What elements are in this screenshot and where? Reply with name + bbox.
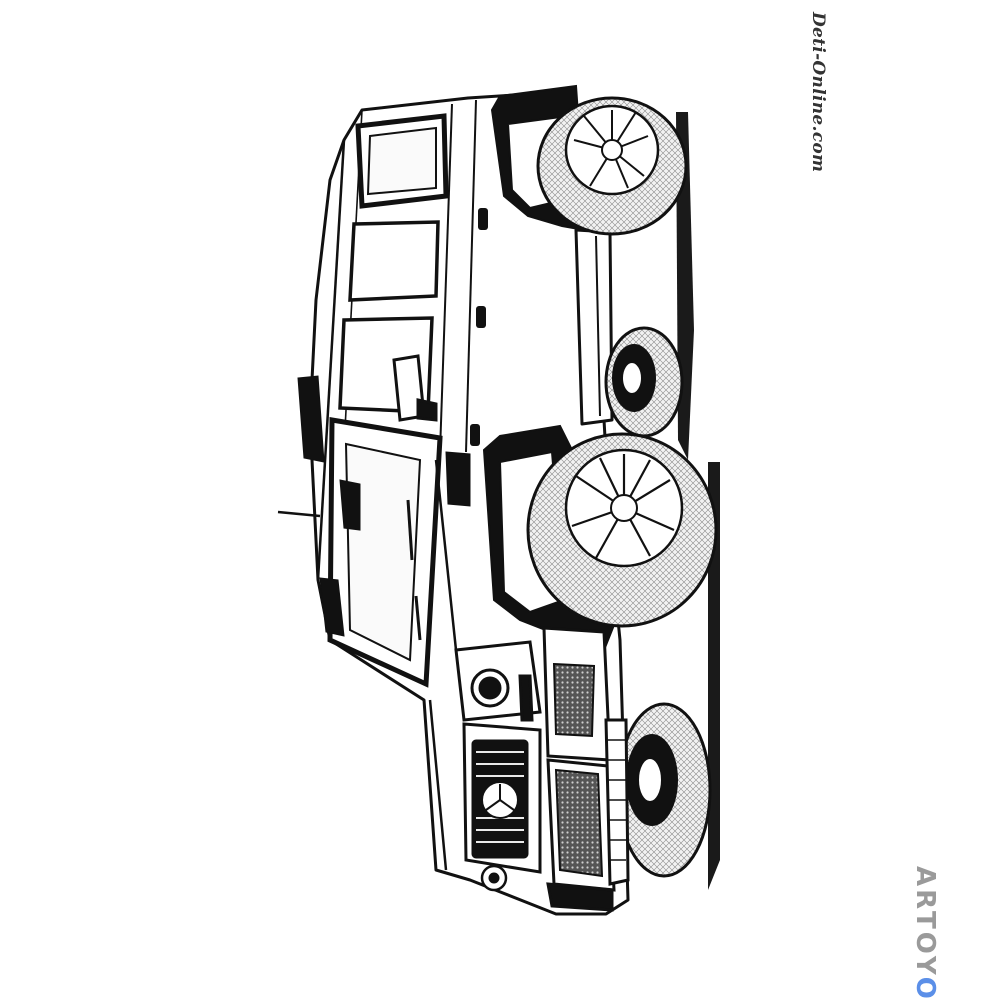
door-handles xyxy=(470,208,488,446)
door-trim xyxy=(297,375,471,637)
side-mirror xyxy=(392,354,438,422)
front-wheel xyxy=(526,432,718,628)
watermark-artoyo-main: ARTOY xyxy=(910,866,940,977)
roof-rails xyxy=(406,499,422,641)
grille xyxy=(471,739,529,892)
far-rear-wheel xyxy=(604,326,684,438)
watermark-artoyo: ARTOYO xyxy=(910,866,940,1002)
rear-wheel xyxy=(536,96,688,236)
antenna xyxy=(277,510,321,518)
hood-line xyxy=(434,459,458,651)
front-bumper xyxy=(546,718,630,912)
watermark-artoyo-accent: O xyxy=(910,976,940,1002)
watermark-deti-online: Deti-Online.com xyxy=(808,12,828,173)
far-front-wheel xyxy=(616,702,712,878)
